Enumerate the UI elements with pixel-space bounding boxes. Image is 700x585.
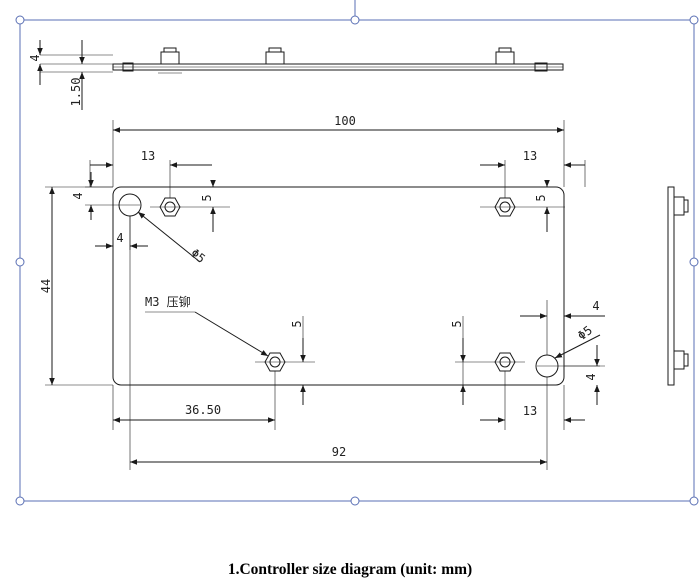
side-view-right xyxy=(667,186,689,386)
dim-side-thickness: 4 xyxy=(28,54,42,61)
dim-hole-y-bottom-mid: 5 xyxy=(450,320,464,327)
resize-handle-right[interactable] xyxy=(689,257,699,267)
resize-handle-bottom-left[interactable] xyxy=(15,496,25,506)
dim-hole-y-top-left: 5 xyxy=(200,194,214,201)
dim-overall-length: 100 xyxy=(334,114,356,128)
dim-corner-hole-top-y: 4 xyxy=(71,192,85,199)
diagram-caption: 1.Controller size diagram (unit: mm) xyxy=(227,561,473,578)
resize-handle-top-right[interactable] xyxy=(689,15,699,25)
dim-side-offset: 1.50 xyxy=(69,78,83,107)
resize-handle-left[interactable] xyxy=(15,257,25,267)
dim-hole-x-bottom-right: 13 xyxy=(523,404,537,418)
resize-handle-top-left[interactable] xyxy=(15,15,25,25)
dim-corner-hole-bottom-y: 4 xyxy=(584,373,598,380)
stud-callout: M3 压铆 xyxy=(145,294,191,309)
dim-corner-hole-bottom-x: 4 xyxy=(592,299,599,313)
dim-hole-y-bottom-left: 5 xyxy=(290,320,304,327)
dim-stud-x-from-left: 36.50 xyxy=(185,403,221,417)
selection-frame[interactable] xyxy=(15,0,699,506)
resize-handle-bottom-right[interactable] xyxy=(689,496,699,506)
resize-handle-top[interactable] xyxy=(350,15,360,25)
dim-overall-height: 44 xyxy=(39,279,53,293)
resize-handle-bottom[interactable] xyxy=(350,496,360,506)
dim-hole-x-right: 13 xyxy=(523,149,537,163)
dim-corner-hole-top-x: 4 xyxy=(116,231,123,245)
side-view-top xyxy=(112,47,564,74)
dim-hole-y-top-right: 5 xyxy=(534,194,548,201)
dim-hole-x-left: 13 xyxy=(141,149,155,163)
dim-corner-hole-dia-top: Φ5 xyxy=(188,246,208,266)
plate-outline xyxy=(112,186,565,386)
selection-border xyxy=(19,19,695,502)
dim-hole-spacing: 92 xyxy=(332,445,346,459)
dim-corner-hole-dia-bottom: Φ5 xyxy=(575,323,595,343)
